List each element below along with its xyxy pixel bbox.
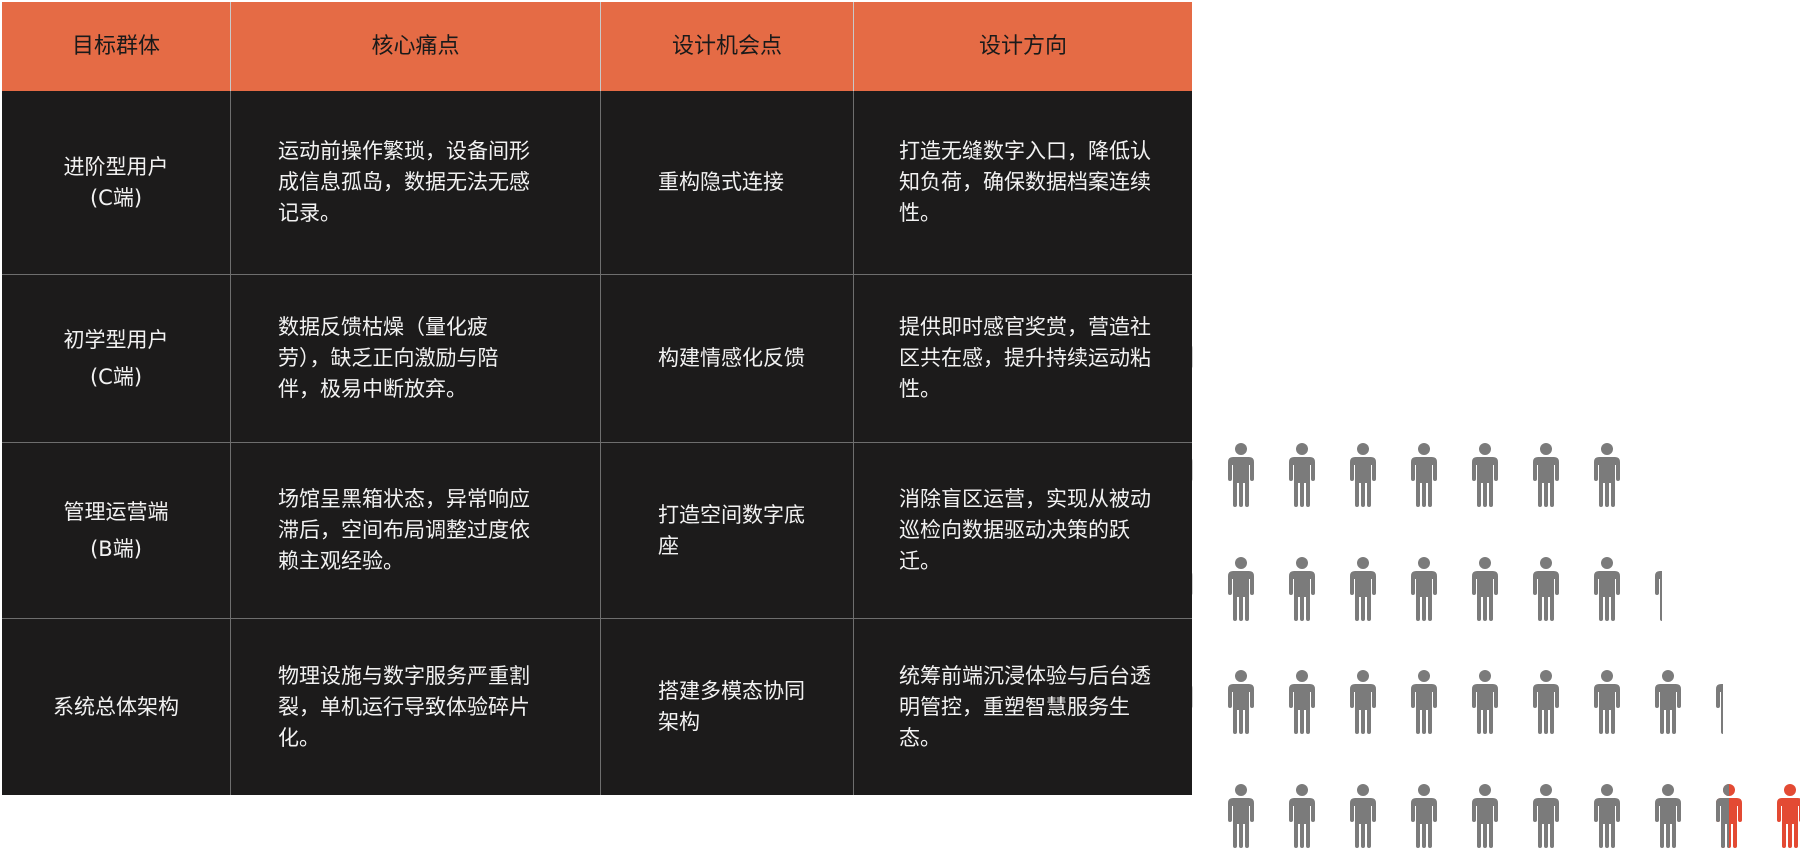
group-name: 系统总体架构 bbox=[53, 694, 179, 719]
person-icon bbox=[1287, 443, 1317, 507]
person-icon bbox=[1592, 443, 1622, 507]
table-row-0-opportunity: 重构隐式连接 bbox=[601, 91, 854, 275]
person-icon bbox=[1531, 784, 1561, 848]
table-row-2-group: 管理运营端 (B端) bbox=[2, 443, 231, 619]
person-icon bbox=[1409, 784, 1439, 848]
table-row-3-pain: 物理设施与数字服务严重割裂，单机运行导致体验碎片化。 bbox=[231, 619, 601, 795]
person-icon bbox=[1592, 670, 1622, 734]
person-icon bbox=[1592, 784, 1622, 848]
header-design-opportunity: 设计机会点 bbox=[601, 2, 854, 91]
pain-text: 物理设施与数字服务严重割裂，单机运行导致体验碎片化。 bbox=[278, 663, 530, 750]
pain-text: 运动前操作繁琐，设备间形成信息孤岛，数据无法无感记录。 bbox=[278, 139, 530, 225]
table-row-0-group: 进阶型用户 (C端) bbox=[2, 91, 231, 275]
person-icon bbox=[1653, 784, 1683, 848]
person-icon bbox=[1287, 670, 1317, 734]
direction-text: 消除盲区运营，实现从被动巡检向数据驱动决策的跃迁。 bbox=[899, 487, 1151, 573]
person-icon bbox=[1470, 443, 1500, 507]
person-icon bbox=[1226, 784, 1256, 848]
table-row-3-direction: 统筹前端沉浸体验与后台透明管控，重塑智慧服务生态。 bbox=[854, 619, 1192, 795]
person-icon bbox=[1226, 557, 1256, 621]
table-row-3-group: 系统总体架构 bbox=[2, 619, 231, 795]
group-name: 初学型用户 bbox=[63, 327, 169, 352]
table-row-1-opportunity: 构建情感化反馈 bbox=[601, 275, 854, 443]
table-row-1-pain: 数据反馈枯燥（量化疲劳），缺乏正向激励与陪伴，极易中断放弃。 bbox=[231, 275, 601, 443]
table-row-2-pain: 场馆呈黑箱状态，异常响应滞后，空间布局调整过度依赖主观经验。 bbox=[231, 443, 601, 619]
partial-person-icon bbox=[1653, 557, 1662, 621]
table-row-1-direction: 提供即时感官奖赏，营造社区共在感，提升持续运动粘性。 bbox=[854, 275, 1192, 443]
person-icon bbox=[1531, 557, 1561, 621]
person-icon bbox=[1470, 670, 1500, 734]
header-target-group: 目标群体 bbox=[2, 2, 231, 91]
person-icon bbox=[1348, 443, 1378, 507]
person-icon bbox=[1470, 557, 1500, 621]
person-icon bbox=[1348, 784, 1378, 848]
person-icon bbox=[1470, 784, 1500, 848]
person-icon bbox=[1348, 557, 1378, 621]
person-icon bbox=[1409, 443, 1439, 507]
opportunity-text: 重构隐式连接 bbox=[658, 170, 784, 194]
opportunity-text: 构建情感化反馈 bbox=[658, 346, 805, 370]
group-name: 管理运营端 bbox=[63, 499, 169, 524]
person-icon bbox=[1409, 670, 1439, 734]
person-icon bbox=[1714, 784, 1729, 848]
person-icon bbox=[1226, 670, 1256, 734]
person-icon bbox=[1348, 670, 1378, 734]
opportunity-text: 打造空间数字底座 bbox=[658, 502, 805, 558]
table-row-0-pain: 运动前操作繁琐，设备间形成信息孤岛，数据无法无感记录。 bbox=[231, 91, 601, 275]
group-sub: (C端) bbox=[89, 185, 143, 210]
group-name: 进阶型用户 bbox=[63, 154, 169, 179]
table-row-1-group: 初学型用户 (C端) bbox=[2, 275, 231, 443]
table-row-2-direction: 消除盲区运营，实现从被动巡检向数据驱动决策的跃迁。 bbox=[854, 443, 1192, 619]
pain-text: 场馆呈黑箱状态，异常响应滞后，空间布局调整过度依赖主观经验。 bbox=[278, 487, 530, 573]
direction-text: 打造无缝数字入口，降低认知负荷，确保数据档案连续性。 bbox=[899, 139, 1151, 225]
group-sub: (C端) bbox=[89, 364, 143, 389]
person-icon bbox=[1653, 670, 1683, 734]
person-icon bbox=[1287, 784, 1317, 848]
pain-text: 数据反馈枯燥（量化疲劳），缺乏正向激励与陪伴，极易中断放弃。 bbox=[278, 315, 499, 401]
table-row-0-direction: 打造无缝数字入口，降低认知负荷，确保数据档案连续性。 bbox=[854, 91, 1192, 275]
person-icon bbox=[1531, 443, 1561, 507]
direction-text: 统筹前端沉浸体验与后台透明管控，重塑智慧服务生态。 bbox=[899, 663, 1151, 750]
header-core-pain: 核心痛点 bbox=[231, 2, 601, 91]
comparison-table: 目标群体 核心痛点 设计机会点 设计方向 进阶型用户 (C端) 运动前操作繁琐，设… bbox=[2, 2, 1192, 795]
person-icon bbox=[1531, 670, 1561, 734]
opportunity-text: 搭建多模态协同架构 bbox=[658, 679, 805, 734]
partial-person-icon bbox=[1714, 670, 1723, 734]
table-row-3-opportunity: 搭建多模态协同架构 bbox=[601, 619, 854, 795]
person-icon bbox=[1226, 443, 1256, 507]
person-icon bbox=[1287, 557, 1317, 621]
table-row-2-opportunity: 打造空间数字底座 bbox=[601, 443, 854, 619]
direction-text: 提供即时感官奖赏，营造社区共在感，提升持续运动粘性。 bbox=[899, 315, 1151, 401]
group-sub: (B端) bbox=[90, 536, 142, 561]
header-design-direction: 设计方向 bbox=[854, 2, 1192, 91]
person-icon bbox=[1409, 557, 1439, 621]
highlighted-person-icon bbox=[1775, 784, 1800, 848]
person-icon bbox=[1592, 557, 1622, 621]
